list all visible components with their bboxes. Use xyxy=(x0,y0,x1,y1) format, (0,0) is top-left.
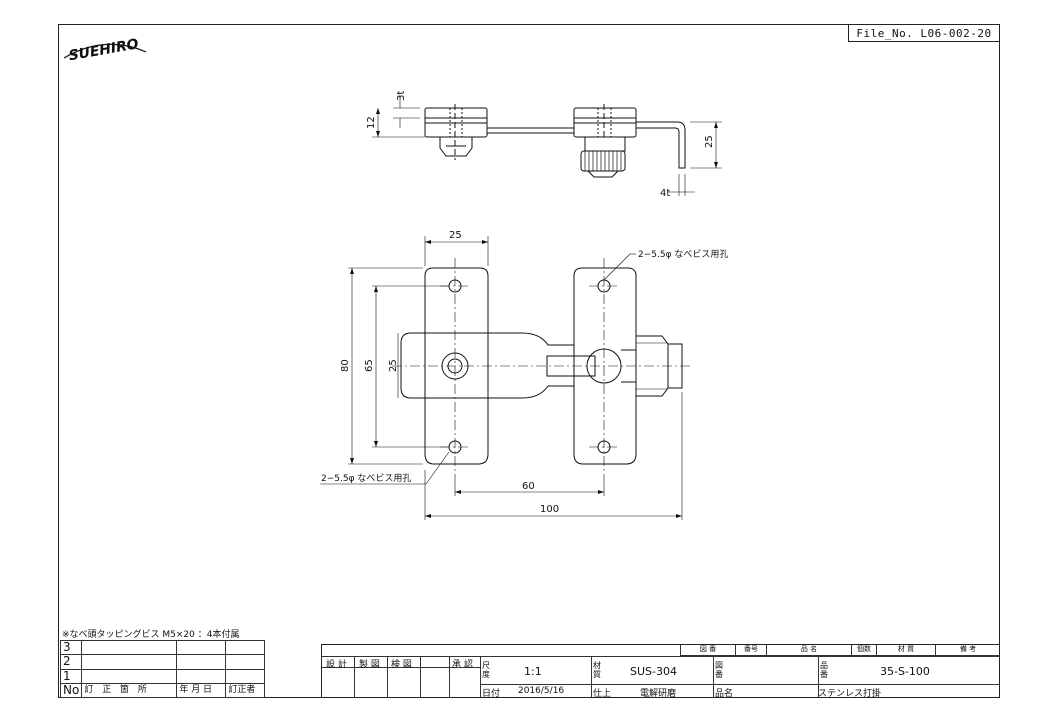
dim-80: 80 xyxy=(340,359,351,372)
dim-60: 60 xyxy=(522,481,535,492)
rev-header-content: 訂 正 箇 所 xyxy=(81,682,178,699)
rev-header-no: No xyxy=(59,682,83,699)
parts-hdr-number: 番号 xyxy=(735,644,767,656)
rev-header-date: 年 月 日 xyxy=(176,682,227,699)
tb-material: SUS-304 xyxy=(630,665,677,678)
rev-row-3: 3 xyxy=(59,639,83,656)
accessory-note: ※なべ頭タッピングビス M5×20 ：4本付属 xyxy=(62,630,240,640)
rev-header-editor: 訂正者 xyxy=(225,682,265,699)
parts-hdr-name: 品 名 xyxy=(766,644,852,656)
parts-hdr-qty: 個数 xyxy=(851,644,877,656)
title-block xyxy=(321,644,1000,698)
dim-12: 12 xyxy=(366,116,377,129)
tb-product-no-label: 品番 xyxy=(820,661,828,679)
tb-name-label: 品名 xyxy=(715,689,734,699)
rev-row-2: 2 xyxy=(59,654,83,670)
dim-4t: 4t xyxy=(660,188,670,199)
parts-list-header: 図 番 番号 品 名 個数 材 質 備 考 xyxy=(680,644,1000,656)
hole-note-left: 2−5.5φ なべビス用孔 xyxy=(321,473,411,484)
parts-hdr-notes: 備 考 xyxy=(935,644,1000,656)
tb-finish-label: 仕上 xyxy=(593,689,612,699)
tb-scale-label: 尺度 xyxy=(482,661,490,679)
dim-100: 100 xyxy=(540,504,559,515)
dim-65: 65 xyxy=(364,359,375,372)
tb-drawing: 製 図 xyxy=(359,660,380,670)
tb-approve: 承 認 xyxy=(452,660,473,670)
tb-name: ステンレス打掛 xyxy=(818,689,882,699)
tb-design: 設 計 xyxy=(326,660,347,670)
parts-hdr-drawing: 図 番 xyxy=(680,644,736,656)
revision-table: 3 2 1 No 訂 正 箇 所 年 月 日 訂正者 xyxy=(59,639,265,699)
tb-product-no: 35-S-100 xyxy=(880,665,930,678)
tb-date-label: 日付 xyxy=(482,689,501,699)
tb-drawing-no-label: 図番 xyxy=(715,661,723,679)
tb-scale: 1:1 xyxy=(524,665,542,678)
dim-3t: 3t xyxy=(396,91,407,101)
tb-date: 2016/5/16 xyxy=(518,686,565,696)
dim-25-side: 25 xyxy=(704,135,715,148)
dim-25-bar: 25 xyxy=(388,359,399,372)
side-view xyxy=(372,95,722,196)
hole-note-top: 2−5.5φ なべビス用孔 xyxy=(638,249,728,260)
rev-row-1: 1 xyxy=(59,668,83,684)
parts-hdr-material: 材 質 xyxy=(876,644,936,656)
tb-check: 検 図 xyxy=(391,660,412,670)
company-logo: SUEHIRO xyxy=(63,36,147,64)
tb-finish: 電解研磨 xyxy=(640,689,677,699)
tb-material-label: 材質 xyxy=(593,661,601,679)
file-number: File_No. L06-002-20 xyxy=(848,25,999,42)
dim-25-width: 25 xyxy=(449,230,462,241)
